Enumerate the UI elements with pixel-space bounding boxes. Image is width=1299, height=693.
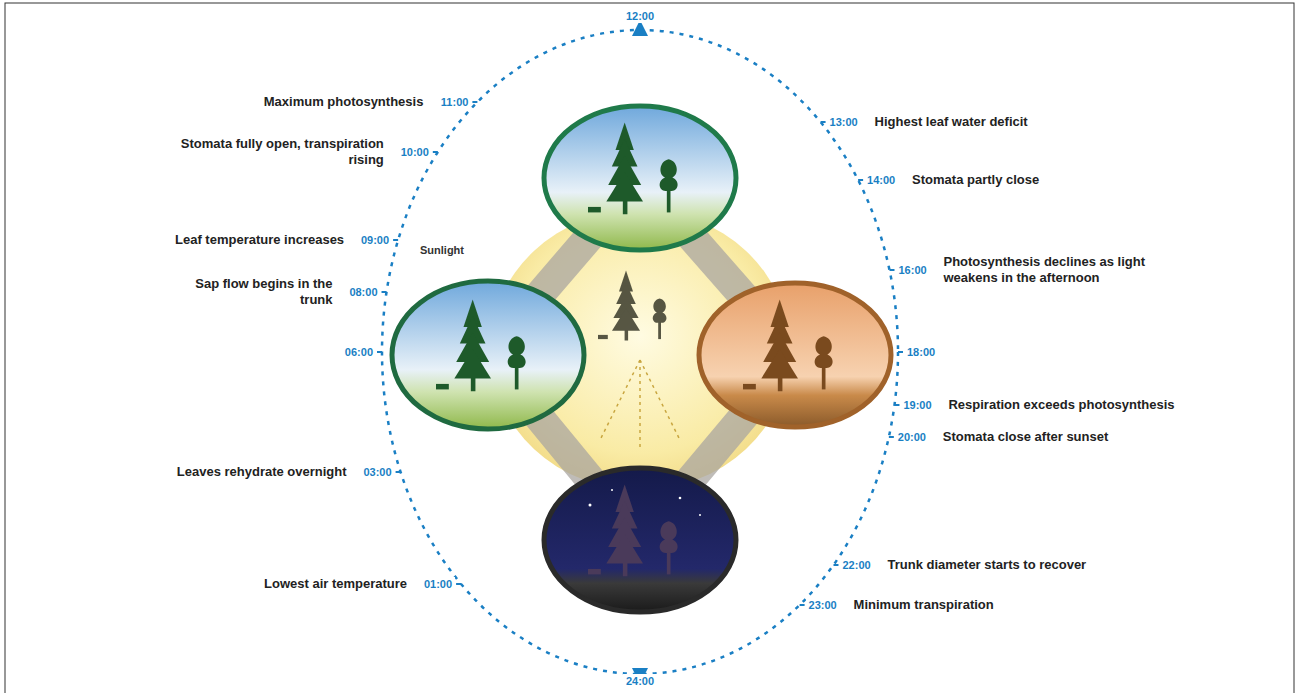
leader-tick — [800, 604, 805, 606]
note-label: Stomata fully open, transpiration rising — [154, 136, 384, 169]
leader-tick — [889, 269, 894, 271]
time-label: 23:00 — [806, 598, 840, 612]
leader-tick — [894, 404, 899, 406]
scene-label: Sunlight — [420, 244, 464, 256]
time-label: 13:00 — [827, 115, 861, 129]
time-label: 01:00 — [421, 577, 455, 591]
time-label: 06:00 — [342, 345, 376, 359]
time-label: 20:00 — [895, 430, 929, 444]
time-label: 22:00 — [839, 558, 873, 572]
leader-tick — [889, 436, 894, 438]
note-label: Stomata partly close — [912, 172, 1152, 188]
time-label: 12:00 — [623, 9, 657, 23]
note-label: Minimum transpiration — [854, 597, 1134, 613]
time-label: 03:00 — [360, 465, 394, 479]
note-label: Leaves rehydrate overnight — [177, 464, 347, 480]
time-label: 08:00 — [346, 285, 380, 299]
time-label: 11:00 — [438, 95, 472, 109]
time-label: 19:00 — [900, 398, 934, 412]
time-label: 24:00 — [623, 674, 657, 688]
note-label: Maximum photosynthesis — [213, 94, 423, 110]
leader-tick — [833, 564, 838, 566]
leader-tick — [393, 239, 398, 241]
leader-tick — [382, 291, 387, 293]
time-label: 18:00 — [904, 345, 938, 359]
note-label: Sap flow begins in the trunk — [163, 276, 333, 309]
leader-tick — [396, 471, 401, 473]
note-label: Highest leaf water deficit — [875, 114, 1135, 130]
note-label: Photosynthesis declines as light weakens… — [943, 254, 1173, 287]
leader-tick — [821, 121, 826, 123]
leader-tick — [456, 583, 461, 585]
note-label: Leaf temperature increases — [94, 232, 344, 248]
time-label: 09:00 — [358, 233, 392, 247]
time-label: 10:00 — [398, 145, 432, 159]
leader-tick — [858, 179, 863, 181]
note-label: Lowest air temperature — [177, 576, 407, 592]
time-label: 16:00 — [895, 263, 929, 277]
leader-tick — [472, 101, 477, 103]
note-label: Stomata close after sunset — [943, 429, 1213, 445]
leader-tick — [433, 151, 438, 153]
leader-tick — [898, 351, 903, 353]
note-label: Respiration exceeds photosynthesis — [948, 397, 1218, 413]
note-label: Trunk diameter starts to recover — [887, 557, 1167, 573]
time-label: 14:00 — [864, 173, 898, 187]
leader-tick — [377, 351, 382, 353]
